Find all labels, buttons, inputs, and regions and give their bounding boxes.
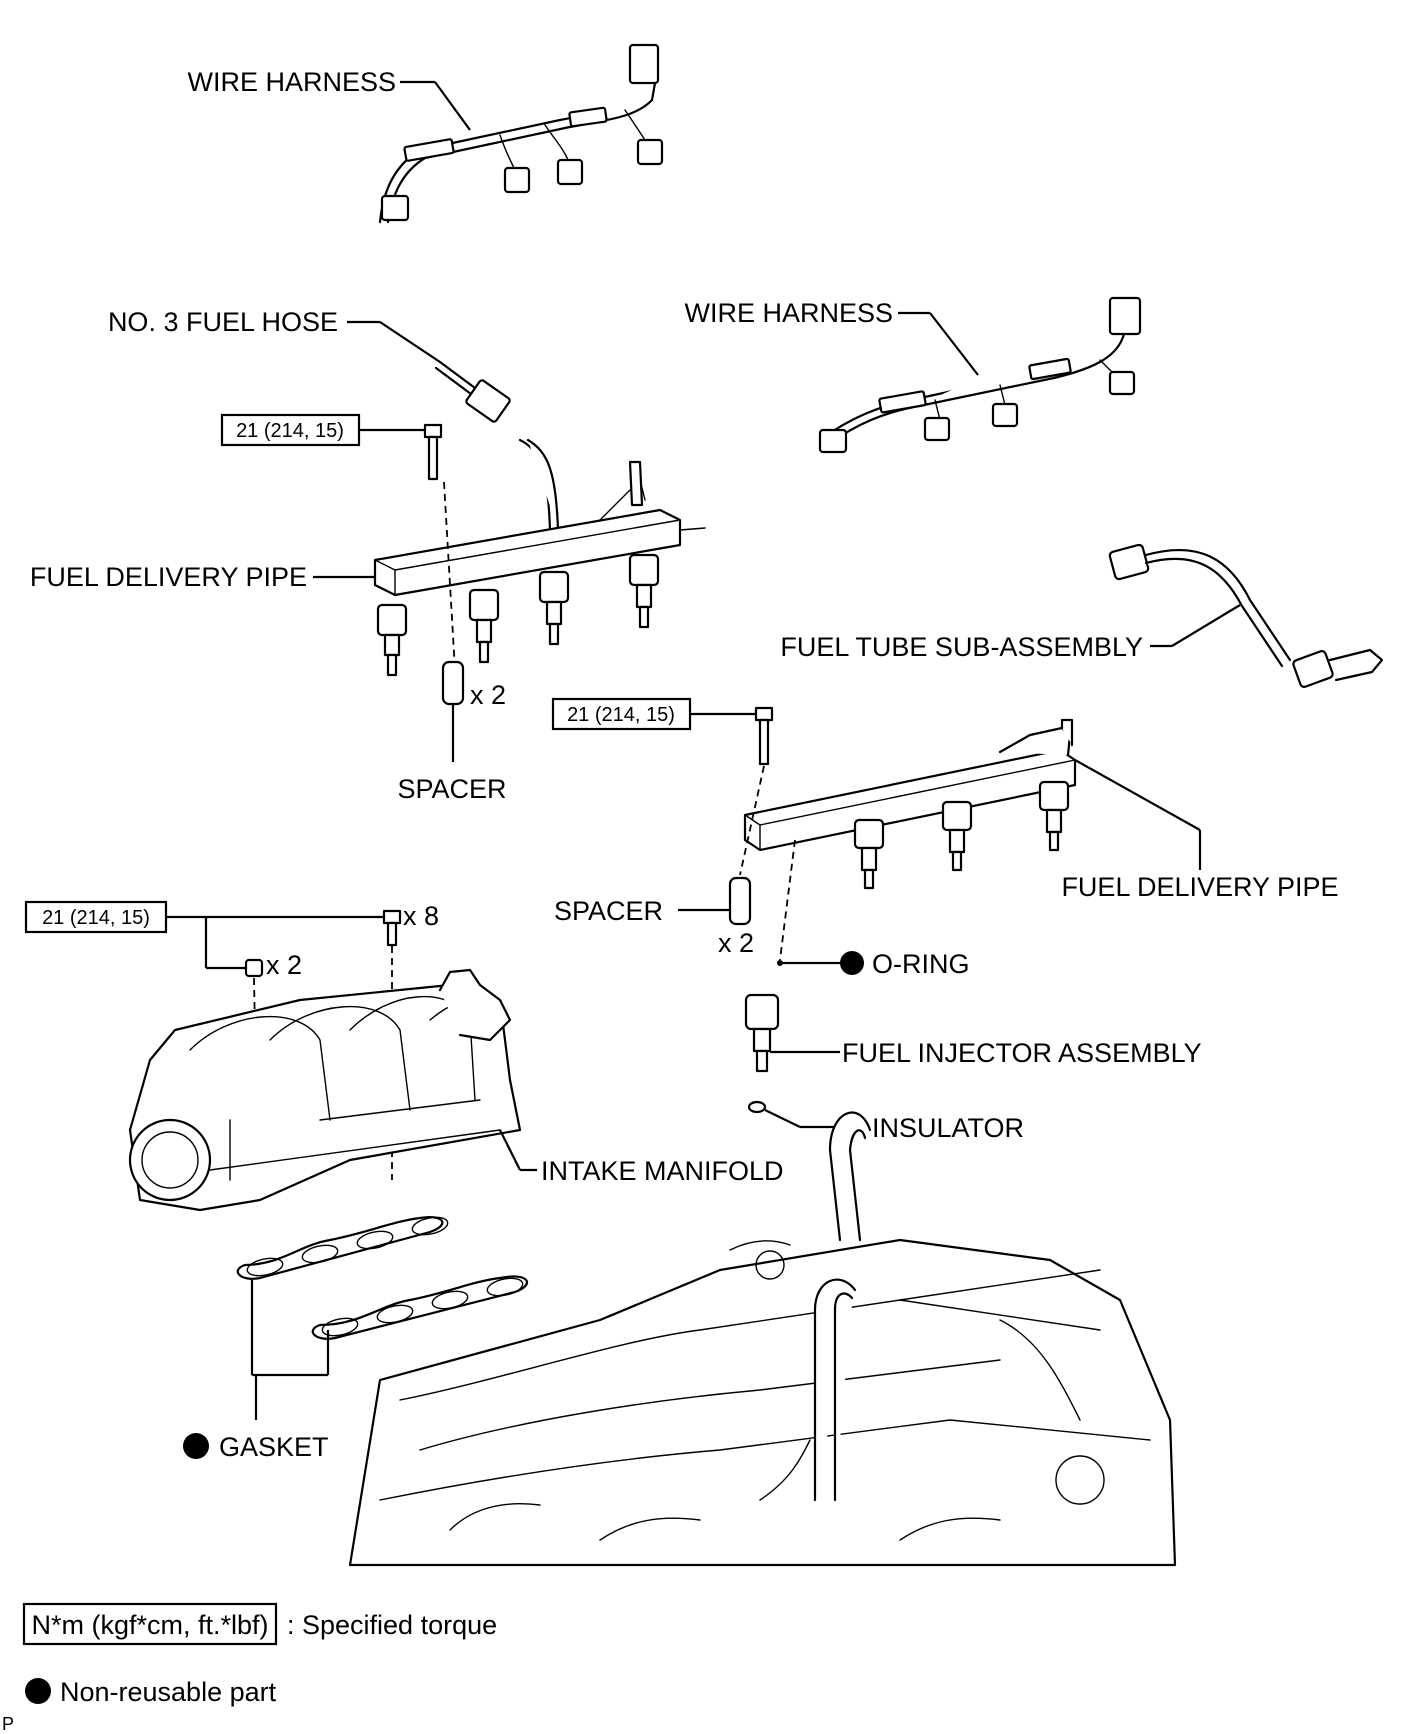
torque-box-left-pipe (220, 413, 361, 447)
wire-harness-top-drawing (378, 43, 664, 224)
qty-spacer-left: x 2 (470, 680, 506, 710)
fuel-delivery-pipe-left-drawing (373, 460, 706, 677)
qty-manifold-nuts: x 2 (266, 950, 302, 980)
manifold-bolt-icon (382, 909, 402, 947)
no3-fuel-hose-drawing (434, 360, 560, 532)
label-wire-harness-right: WIRE HARNESS (684, 298, 893, 328)
fuel-injector-assembly-drawing (744, 993, 780, 1073)
corner-mark: P (2, 1714, 14, 1734)
engine-block-drawing (348, 1111, 1177, 1567)
fuel-tube-sub-assembly-drawing (1108, 543, 1384, 688)
qty-spacer-right: x 2 (718, 928, 754, 958)
label-gasket: GASKET (219, 1432, 329, 1462)
non-reusable-legend-icon (25, 1678, 51, 1704)
non-reusable-o-ring-icon (840, 951, 864, 975)
legend-torque-text: : Specified torque (287, 1610, 497, 1640)
legend-nonreusable-text: Non-reusable part (60, 1677, 277, 1707)
label-wire-harness-top: WIRE HARNESS (187, 67, 396, 97)
label-spacer-left: SPACER (397, 774, 506, 804)
legend-torque-box (22, 1602, 278, 1646)
label-fuel-delivery-pipe-right: FUEL DELIVERY PIPE (1061, 872, 1338, 902)
label-fuel-tube-sub-assembly: FUEL TUBE SUB-ASSEMBLY (780, 632, 1143, 662)
qty-manifold-bolts: x 8 (403, 901, 439, 931)
label-o-ring: O-RING (872, 949, 970, 979)
label-fuel-injector-assembly: FUEL INJECTOR ASSEMBLY (842, 1038, 1202, 1068)
bolt-right-pipe-icon (754, 706, 774, 766)
label-intake-manifold: INTAKE MANIFOLD (541, 1156, 784, 1186)
wire-harness-right-drawing (818, 296, 1142, 454)
label-insulator: INSULATOR (872, 1113, 1024, 1143)
spacer-right-icon (728, 876, 752, 926)
spacer-left-icon (441, 660, 465, 706)
non-reusable-gasket-icon (183, 1433, 209, 1459)
manifold-nut-icon (244, 958, 264, 978)
torque-manifold: 21 (214, 15) (42, 907, 150, 929)
intake-manifold-drawing (128, 968, 522, 1212)
o-ring-icon (777, 960, 783, 966)
insulator-icon (747, 1100, 767, 1114)
torque-box-manifold (24, 900, 168, 934)
label-fuel-delivery-pipe-left: FUEL DELIVERY PIPE (30, 562, 307, 592)
label-no3-fuel-hose: NO. 3 FUEL HOSE (108, 307, 338, 337)
legend-torque-units: N*m (kgf*cm, ft.*lbf) (31, 1610, 268, 1640)
bolt-left-pipe-icon (423, 423, 443, 481)
fuel-delivery-pipe-right-drawing (743, 718, 1077, 890)
torque-right-pipe: 21 (214, 15) (567, 704, 675, 726)
torque-box-right-pipe (551, 697, 692, 731)
label-spacer-right: SPACER (554, 896, 663, 926)
torque-left-pipe: 21 (214, 15) (236, 420, 344, 442)
gasket-drawing (236, 1216, 528, 1340)
